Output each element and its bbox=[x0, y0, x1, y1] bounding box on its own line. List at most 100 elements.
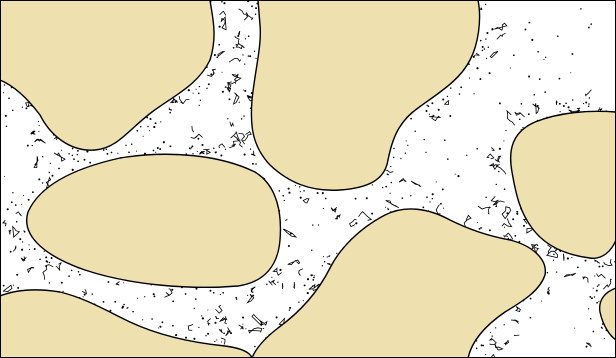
pore-speckle bbox=[500, 103, 501, 104]
pore-speckle bbox=[39, 125, 40, 126]
pore-speckle bbox=[21, 204, 22, 205]
pore-speckle bbox=[142, 319, 143, 320]
pore-speckle bbox=[574, 328, 575, 329]
pore-speckle bbox=[593, 331, 595, 333]
pore-speckle bbox=[242, 54, 243, 55]
pore-speckle bbox=[49, 262, 50, 263]
pore-speckle bbox=[304, 284, 306, 286]
pore-speckle bbox=[42, 156, 43, 157]
pore-speckle bbox=[541, 301, 542, 302]
pore-speckle bbox=[565, 102, 567, 104]
pore-speckle bbox=[106, 153, 108, 155]
pore-speckle bbox=[34, 248, 36, 250]
pore-speckle bbox=[196, 89, 197, 90]
pore-speckle bbox=[84, 159, 86, 161]
pore-speckle bbox=[469, 77, 470, 78]
pore-speckle bbox=[402, 197, 404, 199]
pore-speckle bbox=[557, 35, 559, 37]
pore-speckle bbox=[251, 5, 253, 7]
pore-speckle bbox=[516, 213, 518, 215]
pore-speckle bbox=[151, 318, 153, 320]
pore-speckle bbox=[288, 245, 290, 247]
pore-speckle bbox=[447, 96, 448, 97]
pore-speckle bbox=[482, 46, 484, 48]
pore-speckle bbox=[429, 114, 430, 115]
pore-speckle bbox=[323, 256, 324, 257]
pore-speckle bbox=[410, 118, 412, 120]
pore-speckle bbox=[153, 150, 155, 152]
pore-speckle bbox=[235, 297, 237, 299]
pore-speckle bbox=[276, 316, 278, 318]
pore-speckle bbox=[132, 311, 134, 313]
pore-speckle bbox=[23, 195, 24, 196]
pore-speckle bbox=[175, 334, 177, 336]
pore-speckle bbox=[210, 290, 212, 292]
pore-speckle bbox=[205, 335, 206, 336]
pore-speckle bbox=[114, 301, 116, 303]
pore-speckle bbox=[537, 51, 539, 53]
pore-speckle bbox=[449, 115, 451, 117]
pore-speckle bbox=[11, 201, 13, 203]
pore-speckle bbox=[136, 130, 138, 132]
pore-speckle bbox=[556, 271, 557, 272]
pore-speckle bbox=[537, 244, 538, 245]
pore-speckle bbox=[244, 63, 245, 64]
pore-speckle bbox=[571, 53, 573, 55]
pore-speckle bbox=[476, 348, 478, 350]
pore-speckle bbox=[528, 22, 530, 24]
pore-speckle bbox=[567, 257, 569, 259]
pore-speckle bbox=[223, 333, 225, 335]
pore-speckle bbox=[327, 256, 328, 257]
pore-speckle bbox=[455, 174, 456, 175]
pore-speckle bbox=[170, 109, 172, 111]
pore-speckle bbox=[50, 163, 51, 164]
pore-speckle bbox=[503, 235, 504, 236]
pore-speckle bbox=[312, 224, 313, 225]
pore-speckle bbox=[158, 327, 159, 328]
pore-speckle bbox=[382, 187, 384, 189]
pore-speckle bbox=[28, 244, 29, 245]
pore-speckle bbox=[163, 141, 165, 143]
pore-speckle bbox=[214, 322, 216, 324]
pore-speckle bbox=[390, 166, 391, 167]
pore-speckle bbox=[543, 59, 544, 60]
pore-speckle bbox=[479, 78, 481, 80]
pore-speckle bbox=[201, 144, 203, 146]
pore-speckle bbox=[278, 190, 280, 192]
pore-speckle bbox=[450, 87, 451, 88]
pore-speckle bbox=[185, 293, 187, 295]
pore-speckle bbox=[3, 285, 5, 287]
pore-speckle bbox=[459, 93, 461, 95]
pore-speckle bbox=[244, 90, 246, 92]
pore-speckle bbox=[171, 289, 173, 291]
pore-speckle bbox=[149, 130, 150, 131]
pore-speckle bbox=[223, 2, 225, 4]
pore-speckle bbox=[38, 131, 39, 132]
pore-speckle bbox=[406, 140, 407, 141]
pore-speckle bbox=[558, 78, 560, 80]
pore-speckle bbox=[489, 72, 491, 74]
pore-speckle bbox=[250, 148, 251, 149]
pore-speckle bbox=[243, 89, 244, 90]
pore-speckle bbox=[317, 192, 319, 194]
pore-speckle bbox=[194, 308, 195, 309]
pore-speckle bbox=[46, 260, 48, 262]
pore-speckle bbox=[480, 40, 482, 42]
pore-speckle bbox=[400, 158, 401, 159]
pore-speckle bbox=[318, 224, 319, 225]
pore-speckle bbox=[414, 130, 415, 131]
pore-speckle bbox=[51, 257, 53, 259]
pore-speckle bbox=[185, 337, 187, 339]
pore-speckle bbox=[214, 341, 215, 342]
pore-speckle bbox=[473, 93, 474, 94]
pore-speckle bbox=[488, 47, 489, 48]
pore-speckle bbox=[568, 106, 570, 108]
pore-speckle bbox=[128, 151, 130, 153]
pore-speckle bbox=[225, 86, 227, 88]
pore-speckle bbox=[191, 147, 192, 148]
pore-speckle bbox=[73, 158, 75, 160]
pore-speckle bbox=[155, 122, 157, 124]
pore-speckle bbox=[284, 200, 285, 201]
pore-speckle bbox=[220, 154, 222, 156]
